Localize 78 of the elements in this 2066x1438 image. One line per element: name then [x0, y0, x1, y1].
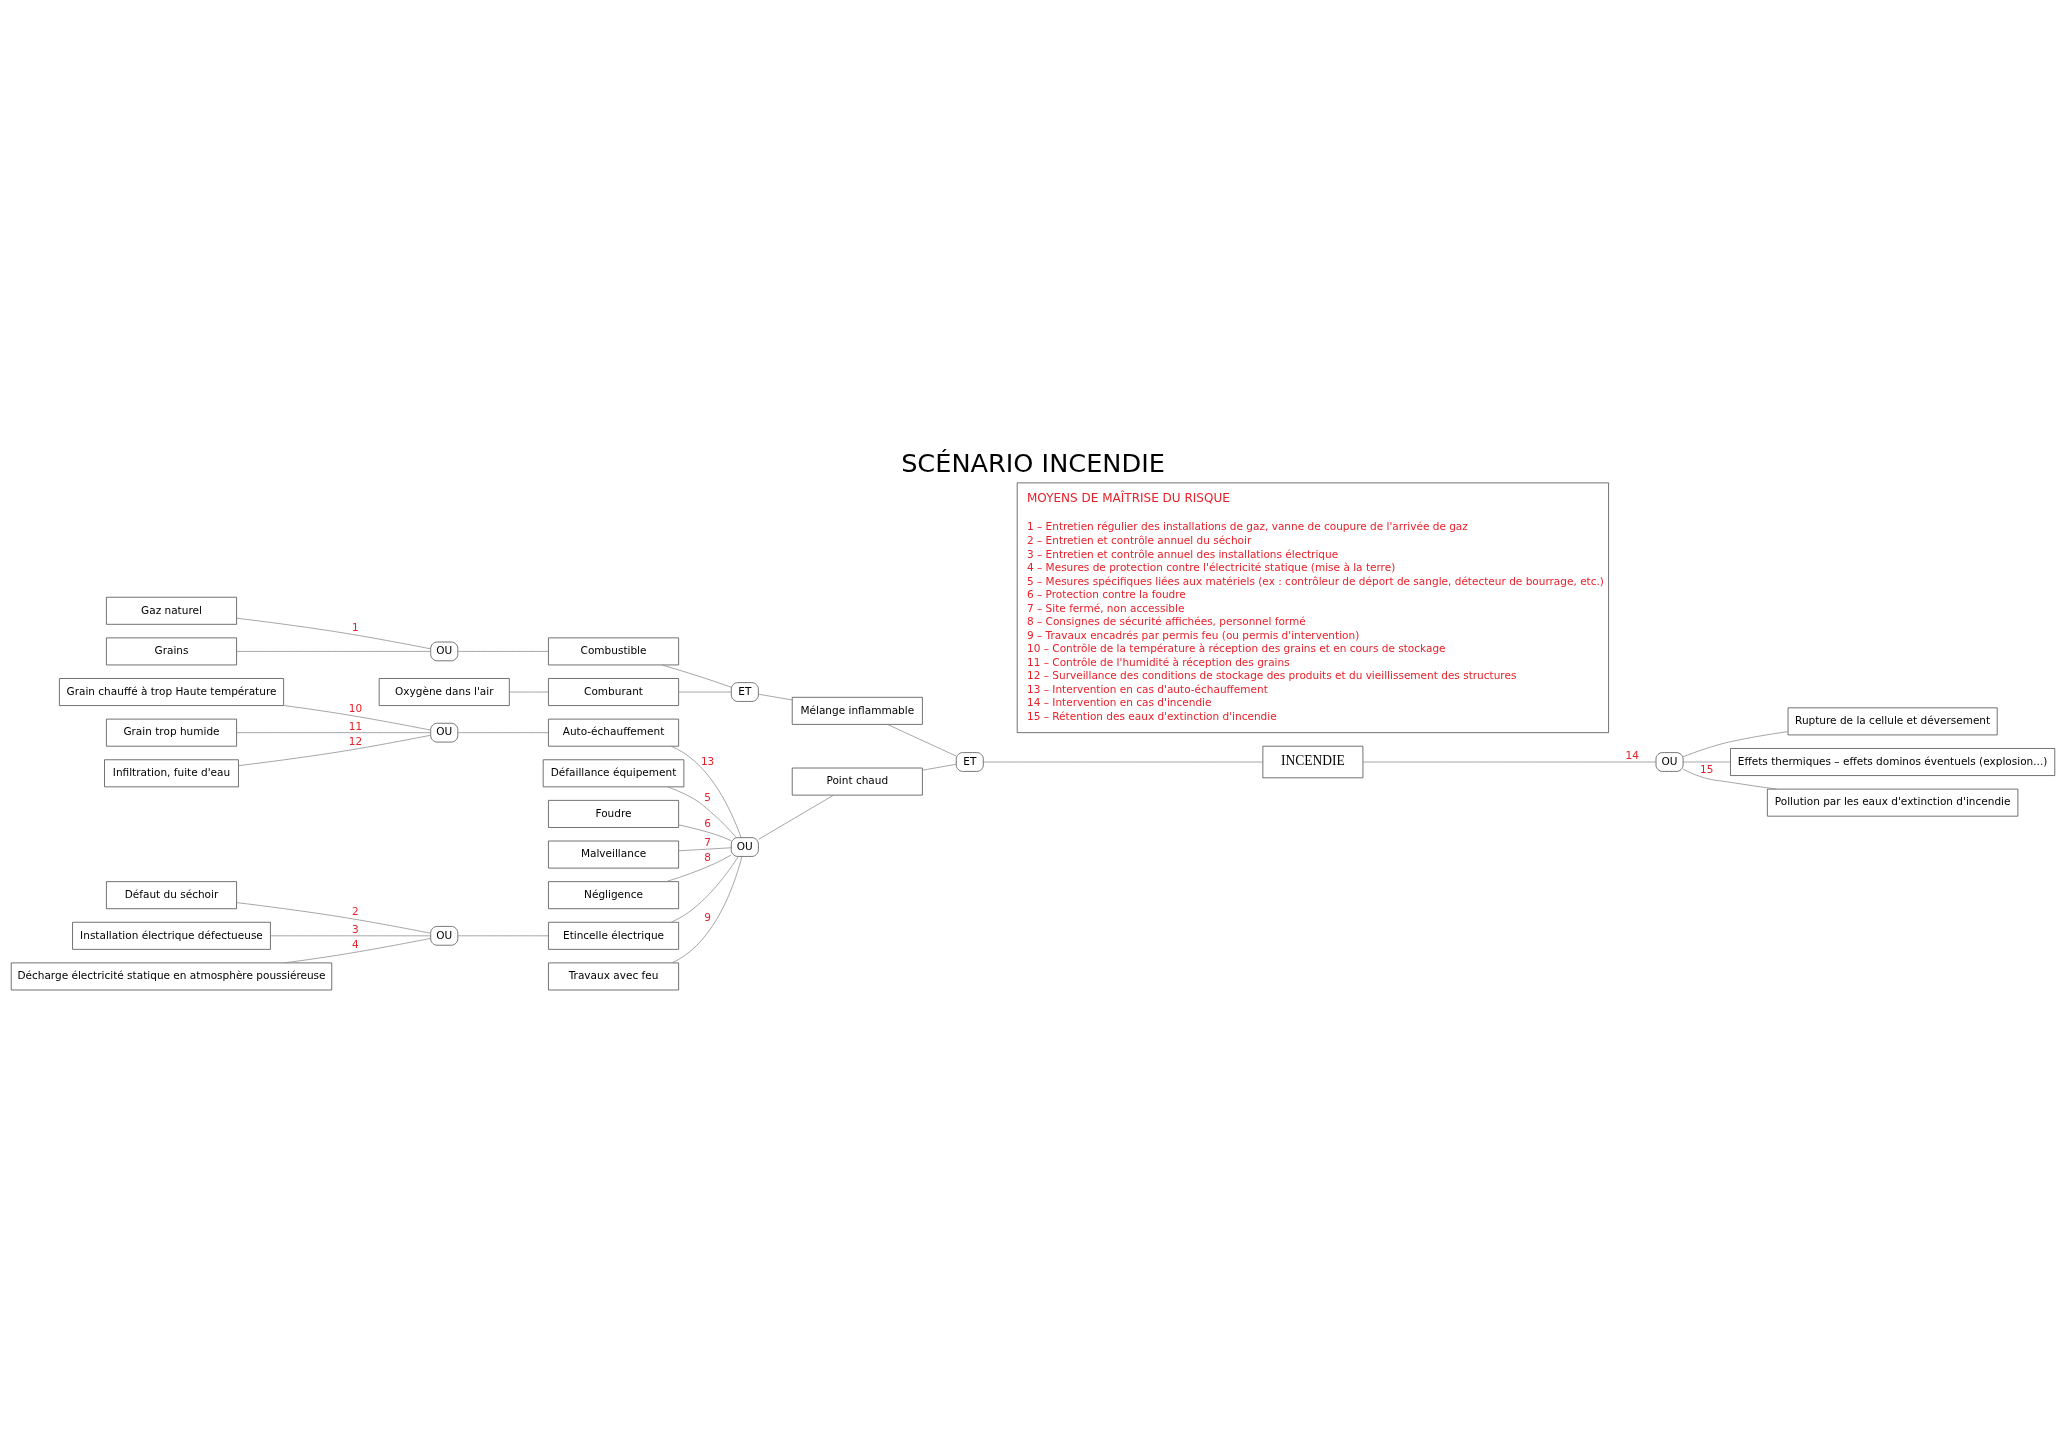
connector — [236, 650, 431, 652]
edge-label: 5 — [704, 790, 711, 803]
connector — [457, 731, 549, 733]
edge-label: 14 — [1625, 748, 1639, 761]
connector — [671, 745, 742, 838]
connector — [661, 664, 732, 688]
node-box: ET — [955, 751, 984, 772]
node-box: Comburant — [548, 677, 679, 706]
node-box: Pollution par les eaux d'extinction d'incendie — [1766, 788, 2019, 817]
node-box: ET — [730, 681, 759, 702]
node-box: Installation électrique défectueuse — [72, 921, 271, 950]
node-box: Foudre — [548, 799, 679, 828]
node-box: Malveillance — [548, 840, 679, 868]
node-box: Rupture de la cellule et déversement — [1787, 706, 1998, 735]
connector — [457, 934, 549, 936]
edge-label: 8 — [704, 850, 711, 863]
node-box: Travaux avec feu — [548, 962, 679, 990]
node-box: OU — [430, 722, 459, 742]
edge-label: 11 — [348, 719, 363, 732]
connector — [1682, 761, 1731, 762]
connector — [509, 691, 549, 692]
edge-label: 12 — [348, 734, 363, 747]
edge-label: 7 — [704, 835, 711, 848]
connector — [457, 650, 549, 652]
connector — [1682, 730, 1789, 757]
connector — [758, 794, 834, 840]
edge-label: 1 — [352, 620, 359, 633]
connector — [678, 824, 732, 841]
node-box: Défaut du séchoir — [106, 880, 237, 909]
node-box: Auto-échauffement — [548, 718, 679, 747]
node-box: Négligence — [548, 880, 679, 909]
node-box: Grain trop humide — [106, 718, 237, 747]
connector — [284, 937, 431, 963]
node-box: Point chaud — [791, 767, 923, 795]
node-box: Décharge électricité statique en atmosphère poussiéreuse — [10, 962, 333, 990]
node-box: MOYENS DE MAÎTRISE DU RISQUE 1 – Entretien régulier des installations de gaz, vanne de coupure de l'arrivée de gaz 2 – Entretien et contrôle annuel du séchoir 3 – Entretien et contrôle annuel des installations électrique 4 – Mesures de protection contre l'électricité statique (mise à la terre) 5 – Mesures spécifiques liées aux matériels (ex : contrôleur de déport de sangle, détecteur de bourrage, etc.) 6 – Protection contre la foudre 7 – Site fermé, non accessible 8 – Consignes de sécurité affichées, personnel formé 9 – Travaux encadrés par permis feu (ou permis d'intervention) 10 – Contrôle de la température à réception des grains et en cours de stockage 11 – Contrôle de l'humidité à réception des grains 12 – Surveillance des conditions de stockage des produits et du vieillissement des structures 13 – Intervention en cas d'auto-échauffement 14 – Intervention en cas d'incendie 15 – Rétention des eaux d'extinction d'incendie — [1016, 482, 1609, 733]
connector — [665, 854, 732, 882]
node-box: OU — [430, 641, 459, 661]
node-box: Gaz naturel — [106, 596, 237, 625]
node-box: Effets thermiques – effets dominos éventuels (explosion...) — [1730, 747, 2056, 776]
node-box: Etincelle électrique — [548, 921, 679, 950]
connector — [283, 704, 431, 730]
connector — [238, 734, 431, 766]
connector — [922, 763, 957, 771]
node-box: Infiltration, fuite d'eau — [104, 758, 239, 787]
connector — [758, 693, 793, 700]
edge-label: 15 — [1700, 762, 1714, 775]
connector — [667, 786, 737, 838]
node-box: Grain chauffé à trop Haute température — [59, 677, 284, 706]
connector — [678, 846, 732, 851]
connector — [1682, 768, 1777, 789]
connector — [887, 723, 957, 756]
node-box: INCENDIE — [1262, 745, 1364, 778]
connector — [236, 901, 431, 934]
edge-label: 10 — [348, 701, 363, 714]
edge-label: 2 — [352, 904, 359, 917]
connector — [236, 731, 431, 733]
edge-label: 13 — [700, 754, 715, 767]
node-box: Mélange inflammable — [791, 696, 923, 725]
connector — [671, 855, 743, 963]
node-box: Défaillance équipement — [542, 758, 685, 787]
edge-label: 3 — [352, 922, 359, 935]
connector — [678, 691, 732, 692]
connector — [236, 617, 431, 649]
connector — [983, 761, 1264, 762]
connector — [270, 934, 431, 936]
node-box: OU — [1655, 751, 1684, 772]
edge-label: 6 — [704, 816, 711, 829]
node-box: Combustible — [548, 637, 679, 665]
edge-label: 4 — [352, 937, 359, 950]
connector — [1362, 761, 1657, 762]
node-box: OU — [730, 836, 759, 857]
node-box: Grains — [106, 637, 237, 665]
connector — [670, 855, 739, 923]
edge-label: 9 — [704, 910, 711, 923]
diagram-title: SCÉNARIO INCENDIE — [901, 447, 1165, 478]
node-box: OU — [430, 925, 459, 946]
node-box: Oxygène dans l'air — [378, 677, 510, 706]
